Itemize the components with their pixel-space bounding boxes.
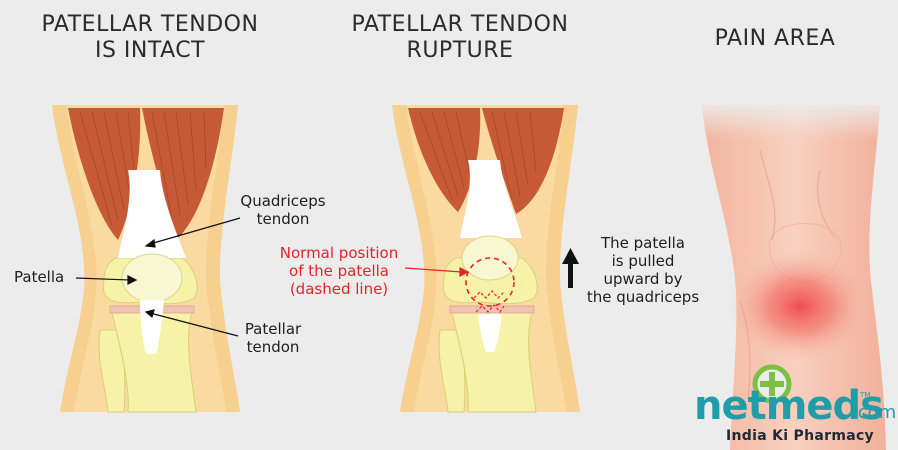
intact-pointers (75, 217, 241, 337)
label-normal-line2: of the patella (289, 262, 389, 280)
label-normal-position: Normal position of the patella (dashed l… (270, 244, 408, 298)
label-patella-pulled: The patella is pulled upward by the quad… (576, 234, 710, 306)
label-pulled-line2: is pulled (611, 252, 675, 270)
intact-quadriceps-tendon (118, 170, 186, 258)
label-normal-line3: (dashed line) (289, 280, 389, 298)
logo-suffix: .com (852, 402, 897, 423)
rupture-meniscus (449, 305, 535, 314)
intact-quadriceps-left (68, 108, 141, 240)
normal-position-pointer (404, 267, 470, 277)
label-quadriceps-line1: Quadriceps (240, 192, 326, 210)
rupture-tear-line (475, 304, 505, 313)
title-rupture-line2: RUPTURE (406, 38, 514, 63)
rupture-quadriceps-tendon (460, 160, 522, 238)
rupture-tendon-stump (478, 314, 502, 352)
pain-knee (690, 100, 890, 450)
rupture-knee (392, 105, 580, 413)
logo-trademark: TM (860, 391, 871, 399)
rupture-quadriceps-right (482, 108, 564, 214)
rupture-quadriceps-left (408, 108, 481, 212)
normal-position-outline (465, 257, 515, 307)
intact-quadriceps-right (142, 108, 224, 240)
label-patellar-tendon: Patellar tendon (228, 320, 318, 356)
label-normal-line1: Normal position (279, 244, 399, 262)
title-pain-area: PAIN AREA (714, 26, 836, 51)
intact-knee (52, 105, 241, 413)
label-quadriceps-tendon: Quadriceps tendon (228, 192, 338, 228)
title-intact: PATELLAR TENDON IS INTACT (40, 12, 260, 64)
intact-muscle-fibers (79, 111, 207, 226)
rupture-muscle-fibers (419, 111, 537, 201)
title-rupture: PATELLAR TENDON RUPTURE (345, 12, 575, 64)
rupture-tear-line-upper (473, 290, 505, 299)
intact-tibia (111, 311, 197, 413)
label-pulled-line1: The patella (600, 234, 686, 252)
title-intact-line1: PATELLAR TENDON (41, 12, 259, 37)
upward-arrow (562, 248, 579, 288)
title-rupture-line1: PATELLAR TENDON (351, 12, 569, 37)
label-patellar-line2: tendon (246, 338, 300, 356)
label-patella: Patella (14, 268, 65, 286)
pain-top-fade (690, 100, 890, 140)
pain-glow (728, 248, 872, 364)
label-patellar-line1: Patellar (244, 320, 302, 338)
label-quadriceps-line2: tendon (256, 210, 310, 228)
logo-wordmark: netmeds (694, 383, 884, 429)
logo-tagline: India Ki Pharmacy (726, 428, 874, 444)
label-pulled-line3: upward by (603, 270, 683, 288)
title-intact-line2: IS INTACT (94, 38, 206, 63)
intact-patellar-tendon (140, 300, 164, 354)
rupture-tibia (451, 311, 537, 413)
label-pulled-line4: the quadriceps (586, 288, 700, 306)
netmeds-logo-mark (752, 364, 792, 404)
